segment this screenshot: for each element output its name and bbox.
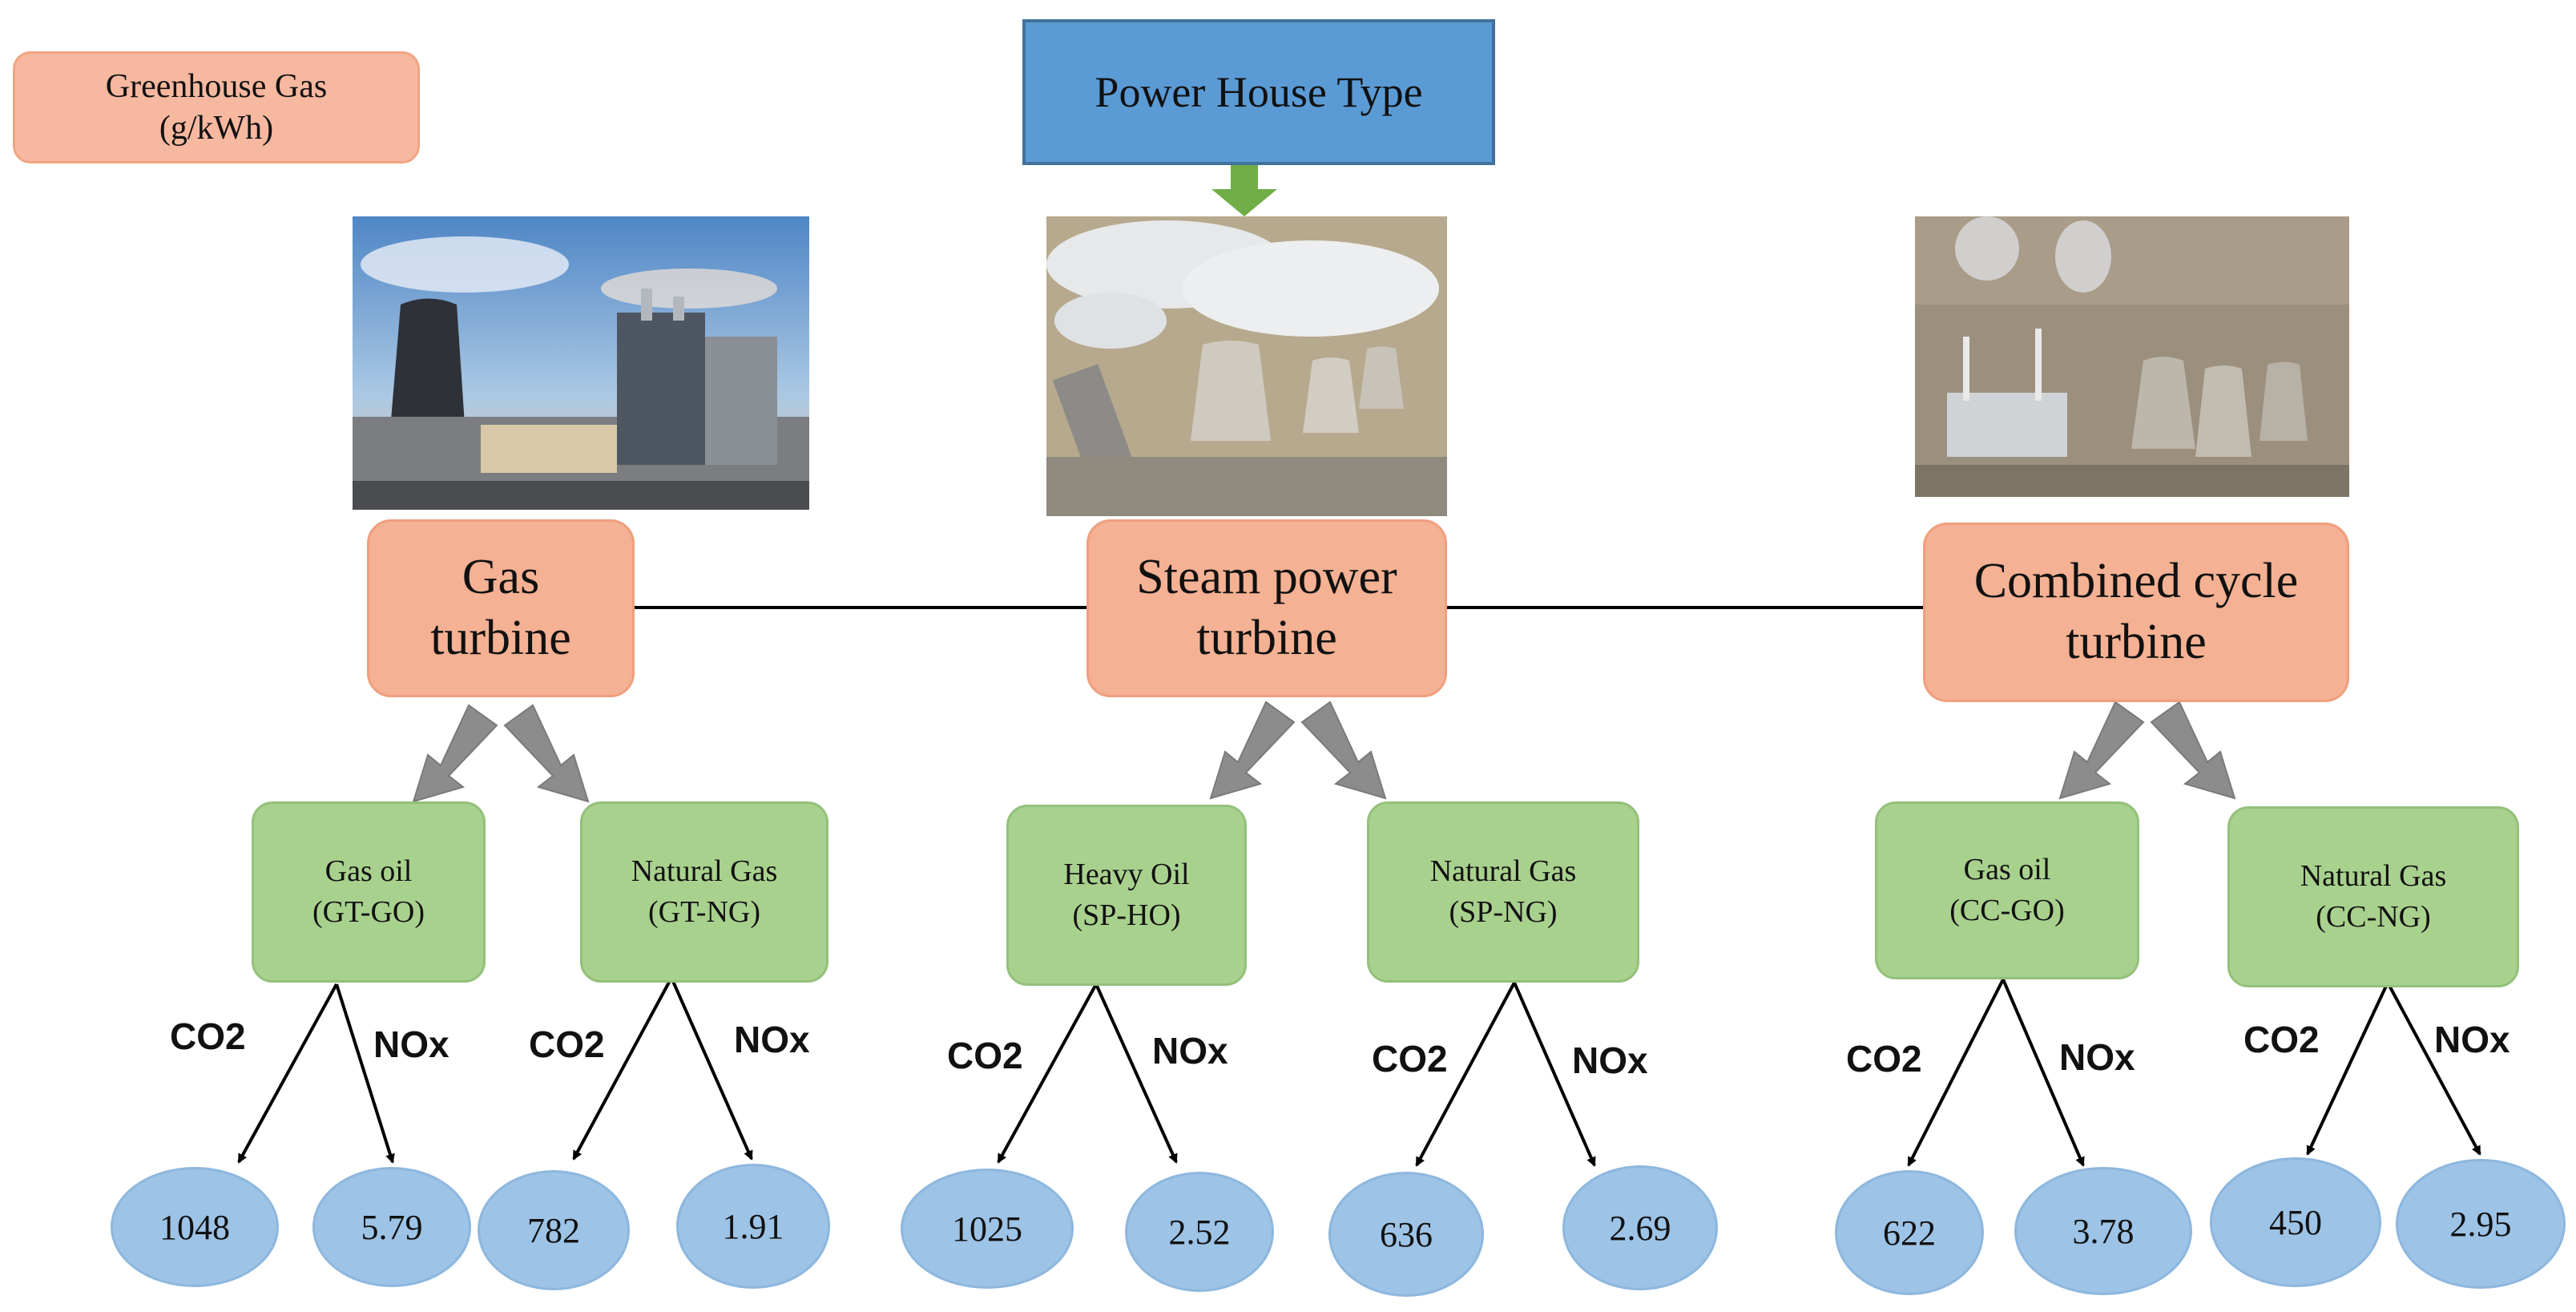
co2-label: CO2 (947, 1035, 1023, 1076)
legend-box: Greenhouse Gas (g/kWh) (13, 51, 420, 163)
legend-title: Greenhouse Gas (105, 67, 328, 105)
fuel-name: Heavy Oil (1063, 857, 1190, 891)
fuel-box-gt-ng: Natural Gas (GT-NG) (580, 801, 828, 983)
co2-label: CO2 (2243, 1019, 2320, 1060)
nox-arrow (670, 977, 753, 1161)
nox-label: NOx (2434, 1019, 2510, 1060)
fuel-code: (CC-GO) (1949, 894, 2065, 927)
legend-unit: (g/kWh) (159, 110, 274, 147)
value-text: 622 (1883, 1213, 1936, 1253)
fuel-arrow (412, 704, 498, 803)
co2-arrow (237, 983, 338, 1164)
co2-value-sp-ho: 1025 (901, 1169, 1074, 1289)
power-house-type-box: Power House Type (1022, 19, 1495, 165)
co2-arrow (1415, 982, 1516, 1167)
fuel-box-sp-ng: Natural Gas (SP-NG) (1367, 801, 1639, 983)
co2-label: CO2 (1372, 1038, 1448, 1080)
nox-value-cc-go: 3.78 (2014, 1167, 2192, 1295)
fuel-name: Gas oil (325, 854, 413, 888)
header-arrow (1211, 165, 1277, 216)
nox-label: NOx (1572, 1040, 1648, 1081)
fuel-code: (GT-NG) (647, 895, 760, 929)
value-text: 782 (527, 1210, 580, 1250)
turbine-label-line1: Steam power (1136, 550, 1397, 605)
combined-cycle-plant-photo (1915, 216, 2349, 497)
value-text: 2.69 (1609, 1208, 1671, 1248)
turbine-label-line2: turbine (430, 611, 571, 665)
nox-arrow (335, 983, 395, 1164)
fuel-box-cc-ng: Natural Gas (CC-NG) (2227, 806, 2519, 987)
header-title: Power House Type (1094, 68, 1423, 116)
co2-arrow (1907, 979, 2005, 1167)
nox-arrow (1513, 982, 1596, 1167)
nox-label: NOx (734, 1019, 810, 1060)
fuel-code: (SP-NG) (1449, 895, 1558, 929)
fuel-name: Natural Gas (1429, 854, 1577, 888)
turbine-label-line2: turbine (1196, 611, 1337, 665)
fuel-arrow (503, 704, 590, 803)
value-text: 636 (1380, 1214, 1433, 1254)
gas-turbine-plant-photo (353, 216, 809, 510)
nox-value-sp-ho: 2.52 (1125, 1172, 1274, 1292)
value-text: 450 (2269, 1202, 2322, 1242)
fuel-arrow (2058, 700, 2145, 800)
fuel-box-gt-go: Gas oil (GT-GO) (252, 801, 486, 983)
value-text: 1.91 (722, 1206, 784, 1246)
nox-value-sp-ng: 2.69 (1562, 1165, 1718, 1290)
co2-arrow (2306, 982, 2389, 1156)
nox-value-cc-ng: 2.95 (2396, 1159, 2566, 1289)
co2-label: CO2 (170, 1015, 246, 1057)
gas-turbine-box: Gas turbine (367, 519, 635, 697)
co2-value-gt-ng: 782 (478, 1170, 630, 1290)
value-text: 3.78 (2072, 1211, 2135, 1251)
co2-value-gt-go: 1048 (111, 1167, 279, 1287)
nox-arrow (2002, 979, 2085, 1167)
fuel-box-sp-ho: Heavy Oil (SP-HO) (1006, 805, 1247, 986)
fuel-name: Gas oil (1963, 852, 2051, 886)
fuel-code: (CC-NG) (2316, 900, 2431, 934)
nox-label: NOx (1152, 1030, 1228, 1072)
co2-arrow (997, 983, 1098, 1164)
fuel-arrow (1300, 700, 1387, 800)
value-text: 2.52 (1168, 1212, 1231, 1252)
value-text: 2.95 (2449, 1204, 2512, 1244)
nox-label: NOx (373, 1023, 449, 1065)
fuel-name: Natural Gas (2300, 858, 2447, 893)
nox-value-gt-go: 5.79 (312, 1167, 471, 1287)
fuel-code: (GT-GO) (312, 895, 425, 929)
steam-power-turbine-box: Steam power turbine (1086, 519, 1447, 697)
fuel-name: Natural Gas (631, 854, 778, 888)
turbine-label-line1: Gas (462, 550, 540, 605)
nox-arrow (2386, 982, 2481, 1156)
value-text: 1048 (159, 1207, 230, 1247)
turbine-label-line1: Combined cycle (1973, 554, 2299, 609)
fuel-box-cc-go: Gas oil (CC-GO) (1875, 801, 2139, 979)
turbine-label-line2: turbine (2066, 615, 2207, 669)
co2-label: CO2 (529, 1023, 605, 1065)
fuel-code: (SP-HO) (1072, 898, 1181, 932)
combined-cycle-turbine-box: Combined cycle turbine (1923, 523, 2349, 702)
co2-value-sp-ng: 636 (1328, 1172, 1484, 1297)
co2-value-cc-ng: 450 (2210, 1157, 2381, 1287)
co2-value-cc-go: 622 (1835, 1170, 1984, 1295)
fuel-arrow (1209, 700, 1296, 800)
nox-value-gt-ng: 1.91 (676, 1164, 830, 1289)
fuel-arrow (2150, 700, 2236, 800)
co2-arrow (572, 977, 673, 1161)
nox-label: NOx (2059, 1036, 2135, 1078)
value-text: 5.79 (361, 1207, 423, 1247)
steam-power-plant-photo (1046, 216, 1447, 516)
value-text: 1025 (952, 1209, 1022, 1249)
nox-arrow (1094, 983, 1178, 1164)
co2-label: CO2 (1846, 1038, 1922, 1080)
